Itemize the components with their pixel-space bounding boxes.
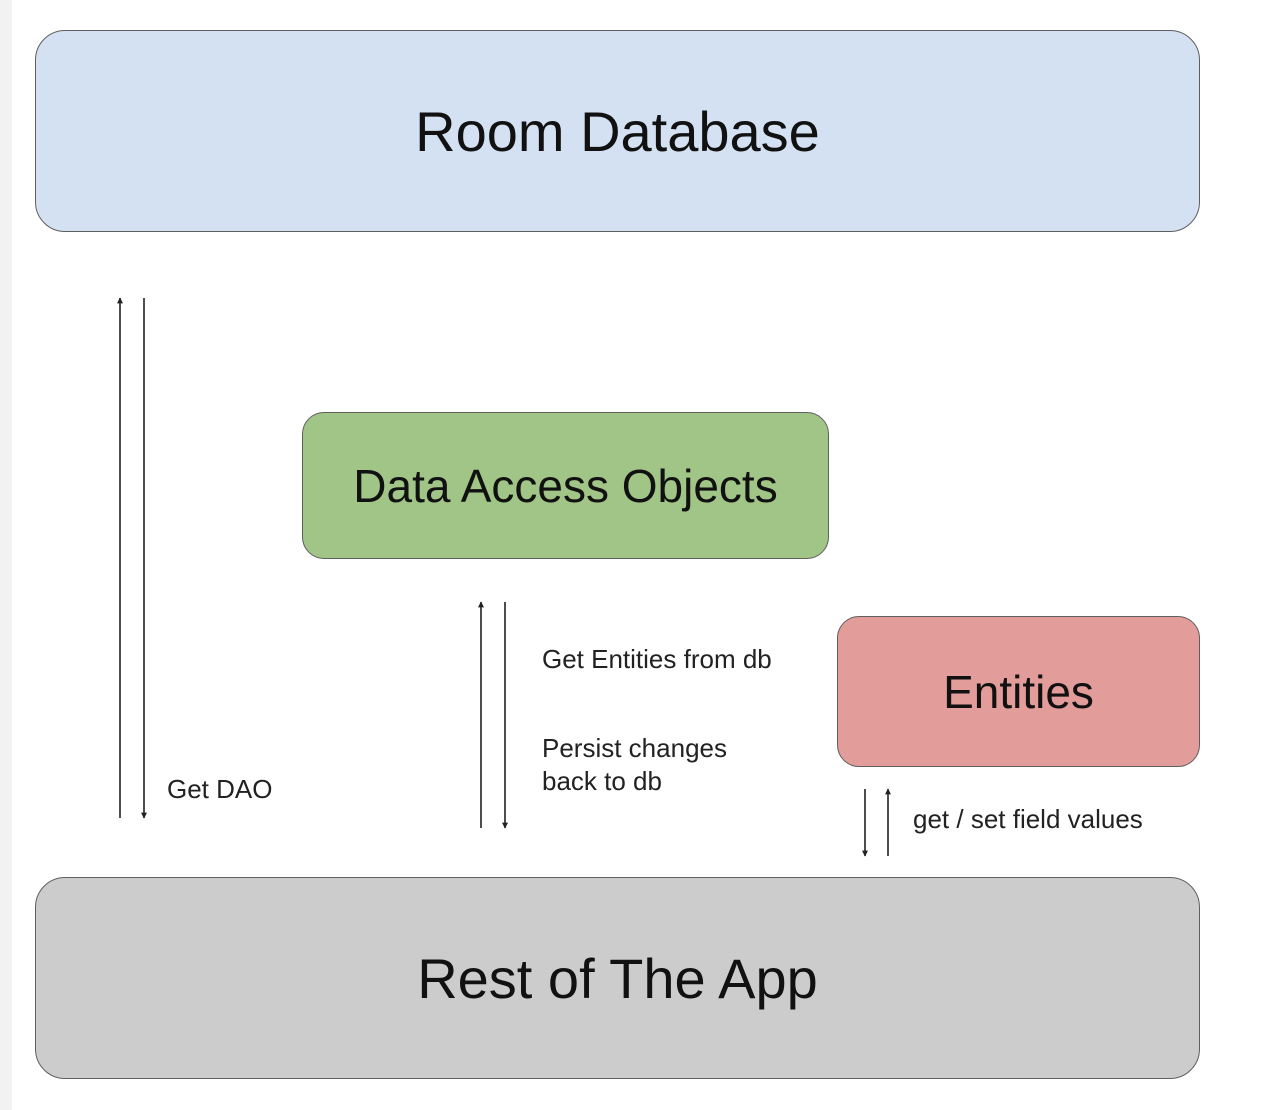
room-database-box: Room Database	[35, 30, 1200, 232]
rest-of-app-box: Rest of The App	[35, 877, 1200, 1079]
persist-changes-label: Persist changes back to db	[542, 732, 727, 798]
entities-box: Entities	[837, 616, 1200, 767]
data-access-objects-label: Data Access Objects	[353, 459, 778, 512]
data-access-objects-box: Data Access Objects	[302, 412, 829, 559]
persist-changes-line-1: Persist changes	[542, 733, 727, 763]
page-left-edge	[0, 0, 12, 1110]
entities-label: Entities	[943, 665, 1094, 718]
get-set-field-values-label: get / set field values	[913, 804, 1143, 834]
get-dao-label: Get DAO	[167, 774, 273, 804]
rest-of-app-label: Rest of The App	[417, 946, 818, 1010]
persist-changes-line-2: back to db	[542, 766, 662, 796]
room-database-label: Room Database	[415, 99, 820, 163]
get-entities-label: Get Entities from db	[542, 644, 772, 674]
